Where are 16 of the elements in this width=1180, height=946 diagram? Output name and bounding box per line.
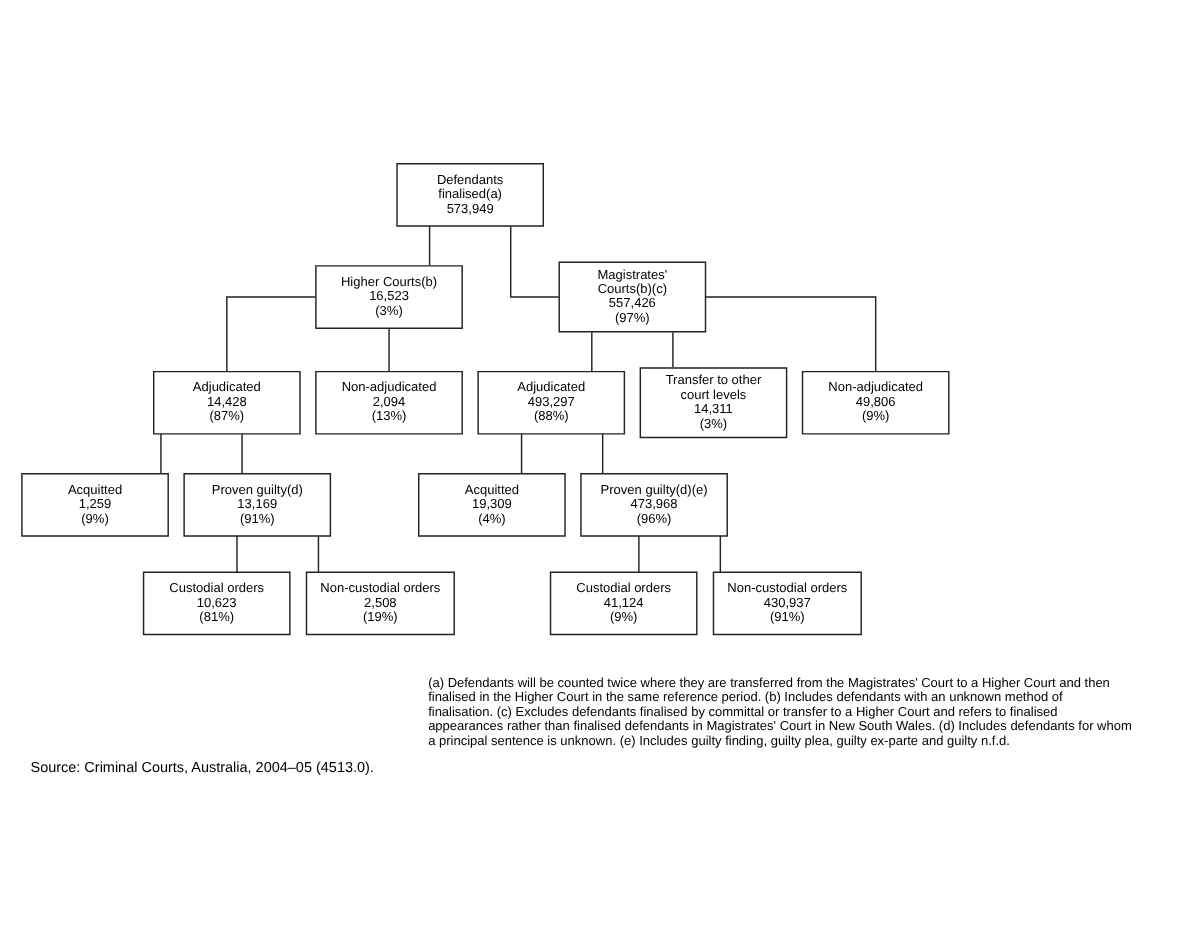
connector: [388, 327, 390, 373]
connector: [591, 331, 593, 373]
connector: [638, 535, 640, 573]
connector: [160, 433, 162, 474]
connector: [672, 331, 674, 369]
connector: [719, 535, 722, 573]
connector: [317, 535, 320, 573]
connector: [601, 433, 604, 474]
connector: [226, 296, 317, 373]
connector: [241, 433, 243, 474]
caption: Source: Criminal Courts, Australia, 2004–05 (4513.0).: [30, 758, 374, 777]
connector: [520, 433, 523, 474]
connector: [510, 225, 560, 298]
connector: [705, 296, 877, 373]
connector: [428, 225, 431, 267]
connector: [236, 535, 238, 573]
